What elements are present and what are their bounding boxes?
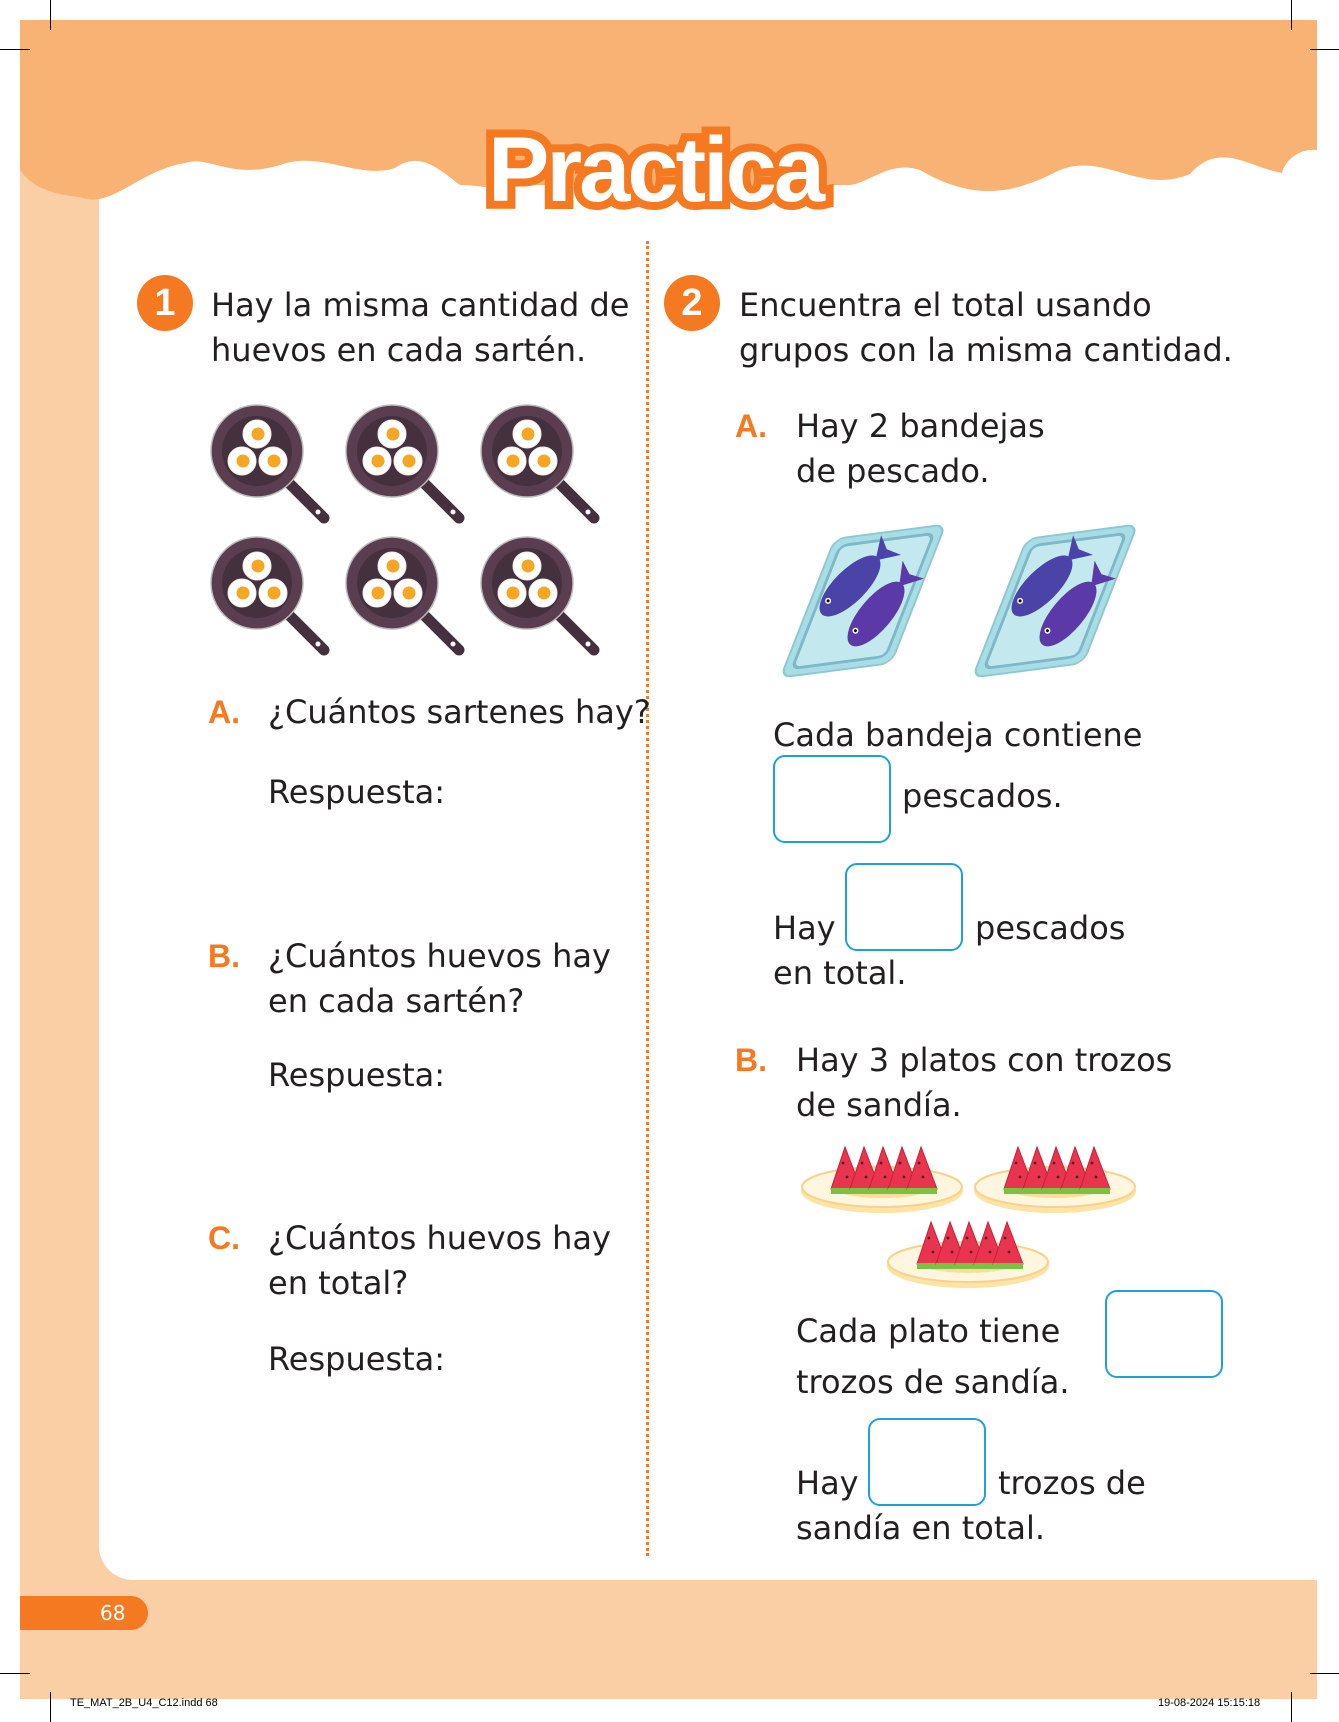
exercise-number-2: 2 [664, 275, 720, 331]
question-c-text: en total? [268, 1264, 409, 1302]
fish-tray-icon [964, 522, 1146, 684]
crop-mark [1291, 0, 1292, 30]
fried-egg-icon [258, 446, 288, 476]
crop-mark [50, 1692, 51, 1722]
fried-egg-icon [497, 578, 527, 608]
sentence-text: en total. [773, 954, 907, 992]
answer-box-slices-per-plate[interactable] [1105, 1290, 1223, 1378]
crop-mark [1310, 49, 1339, 50]
part-a-text: Hay 2 bandejas [796, 407, 1045, 445]
question-label-b: B. [208, 938, 240, 974]
fish-icon [847, 560, 925, 647]
sentence-text: sandía en total. [796, 1509, 1046, 1547]
sentence-text: Cada plato tiene [796, 1312, 1061, 1350]
frying-pan-icon [480, 536, 615, 668]
answer-box-fish-per-tray[interactable] [773, 755, 891, 843]
question-label-c: C. [208, 1220, 240, 1256]
sentence-text: Cada bandeja contiene [773, 716, 1143, 754]
sentence-text: pescados [975, 909, 1126, 947]
part-label-b: B. [735, 1042, 767, 1078]
part-b-text: Hay 3 platos con trozos [796, 1041, 1173, 1079]
fried-egg-icon [497, 446, 527, 476]
page-number-tab: 68 [20, 1596, 148, 1630]
page-number: 68 [100, 1601, 126, 1625]
fried-egg-icon [362, 446, 392, 476]
fish-tray-icon [772, 522, 954, 684]
question-b-text: en cada sartén? [268, 982, 525, 1020]
fried-egg-icon [528, 446, 558, 476]
question-label-a: A. [208, 694, 240, 730]
header-wave-band [20, 20, 1317, 200]
frying-pan-icon [345, 404, 480, 536]
fried-egg-icon [362, 578, 392, 608]
exercise2-prompt: Encuentra el total usando [739, 286, 1152, 324]
frying-pan-icon [345, 536, 480, 668]
sentence-text: Hay [796, 1464, 859, 1502]
fried-egg-icon [393, 578, 423, 608]
answer-box-total-slices[interactable] [868, 1418, 986, 1506]
frying-pan-icon [480, 404, 615, 536]
crop-mark [1291, 1692, 1292, 1722]
watermelon-slice-icon [906, 1145, 938, 1194]
fried-egg-icon [377, 419, 407, 449]
watermelon-slice-icon [992, 1220, 1024, 1269]
exercise-number-1: 1 [137, 275, 193, 331]
frying-pan-icon [210, 404, 345, 536]
fried-egg-icon [377, 551, 407, 581]
exercise1-prompt: huevos en cada sartén. [211, 331, 587, 369]
column-divider [646, 241, 649, 1556]
fish-trays-illustration [772, 522, 1146, 684]
answer-label[interactable]: Respuesta: [268, 1340, 446, 1378]
crop-mark [50, 0, 51, 30]
watermelon-slice-icon [1079, 1145, 1111, 1194]
sentence-text: pescados. [902, 777, 1063, 815]
watermelon-plate-icon [972, 1141, 1138, 1221]
sentence-text: trozos de [998, 1464, 1146, 1502]
answer-label[interactable]: Respuesta: [268, 773, 446, 811]
answer-label[interactable]: Respuesta: [268, 1056, 446, 1094]
sentence-text: Hay [773, 909, 836, 947]
crop-mark [0, 49, 30, 50]
frying-pans-illustration [210, 404, 630, 664]
fried-egg-icon [528, 578, 558, 608]
exercise2-prompt: grupos con la misma cantidad. [739, 331, 1233, 369]
exercise1-prompt: Hay la misma cantidad de [211, 286, 630, 324]
answer-box-total-fish[interactable] [845, 863, 963, 951]
page-title: Practica [480, 111, 833, 229]
part-b-text: de sandía. [796, 1086, 962, 1124]
fish-icon [1011, 535, 1093, 617]
question-b-text: ¿Cuántos huevos hay [268, 937, 611, 975]
fish-icon [1039, 560, 1117, 647]
crop-mark [1310, 1673, 1339, 1674]
fried-egg-icon [227, 578, 257, 608]
fried-egg-icon [242, 551, 272, 581]
fried-egg-icon [512, 551, 542, 581]
fried-egg-icon [242, 419, 272, 449]
sentence-text: trozos de sandía. [796, 1363, 1070, 1401]
file-info: TE_MAT_2B_U4_C12.indd 68 [70, 1697, 218, 1709]
fried-egg-icon [258, 578, 288, 608]
part-label-a: A. [735, 408, 767, 444]
fried-egg-icon [393, 446, 423, 476]
print-timestamp: 19-08-2024 15:15:18 [1158, 1697, 1261, 1709]
frying-pan-icon [210, 536, 345, 668]
question-c-text: ¿Cuántos huevos hay [268, 1219, 611, 1257]
fish-icon [819, 535, 901, 617]
question-a-text: ¿Cuántos sartenes hay? [268, 693, 651, 731]
watermelon-plate-icon [885, 1216, 1051, 1296]
fried-egg-icon [227, 446, 257, 476]
crop-mark [0, 1673, 30, 1674]
watermelon-plate-icon [799, 1141, 965, 1221]
part-a-text: de pescado. [796, 452, 990, 490]
fried-egg-icon [512, 419, 542, 449]
